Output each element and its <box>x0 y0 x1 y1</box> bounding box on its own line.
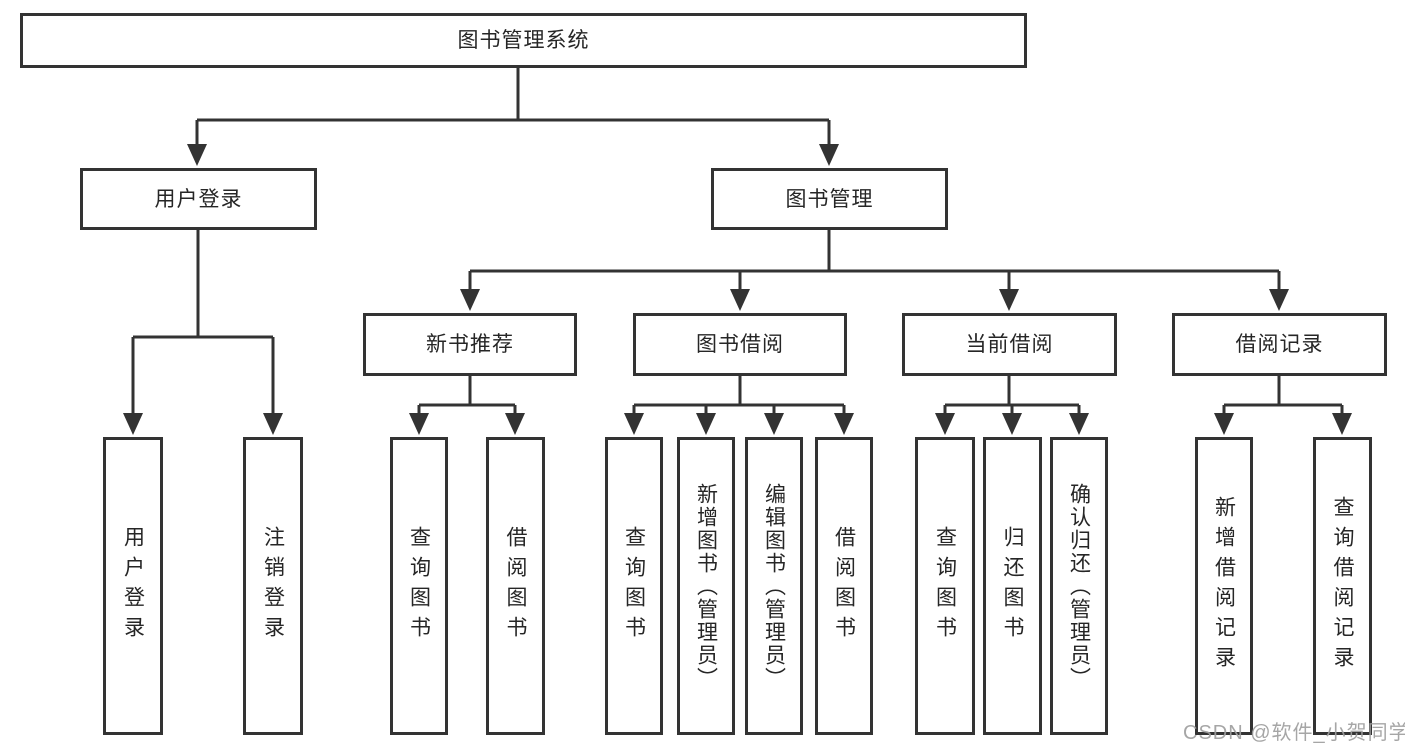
arrow-icon <box>263 413 283 435</box>
node-leaf-return-books: 归还图书 <box>983 437 1042 735</box>
node-user-login-branch: 用户登录 <box>80 168 317 230</box>
arrow-icon <box>1069 413 1089 435</box>
arrow-icon <box>834 413 854 435</box>
node-leaf-query-books-borrowing: 查询图书 <box>605 437 663 735</box>
node-current-borrowing: 当前借阅 <box>902 313 1117 376</box>
node-leaf-logout: 注销登录 <box>243 437 303 735</box>
node-leaf-edit-books-admin: 编辑图书（管理员） <box>745 437 803 735</box>
arrow-icon <box>764 413 784 435</box>
arrow-icon <box>819 144 839 166</box>
arrow-icon <box>935 413 955 435</box>
arrow-icon <box>409 413 429 435</box>
node-leaf-query-books-current: 查询图书 <box>915 437 975 735</box>
connector-paths <box>131 68 1344 418</box>
arrow-icon <box>1214 413 1234 435</box>
arrow-icon <box>1002 413 1022 435</box>
node-leaf-confirm-return-admin: 确认归还（管理员） <box>1050 437 1108 735</box>
node-new-book-recommend: 新书推荐 <box>363 313 577 376</box>
node-leaf-borrow-books-borrowing: 借阅图书 <box>815 437 873 735</box>
node-leaf-add-books-admin: 新增图书（管理员） <box>677 437 735 735</box>
node-borrowing-records: 借阅记录 <box>1172 313 1387 376</box>
node-leaf-query-books-recommend: 查询图书 <box>390 437 448 735</box>
arrow-icon <box>999 289 1019 311</box>
node-leaf-borrow-books-recommend: 借阅图书 <box>486 437 545 735</box>
arrow-icon <box>730 289 750 311</box>
node-leaf-add-borrow-record: 新增借阅记录 <box>1195 437 1253 735</box>
csdn-watermark: CSDN @软件_小贺同学 <box>1183 722 1405 744</box>
node-book-management-branch: 图书管理 <box>711 168 948 230</box>
node-leaf-query-borrow-record: 查询借阅记录 <box>1313 437 1372 735</box>
arrowheads <box>123 144 1352 435</box>
arrow-icon <box>187 144 207 166</box>
arrow-icon <box>1332 413 1352 435</box>
arrow-icon <box>123 413 143 435</box>
arrow-icon <box>624 413 644 435</box>
arrow-icon <box>1269 289 1289 311</box>
arrow-icon <box>505 413 525 435</box>
node-library-management-system: 图书管理系统 <box>20 13 1027 68</box>
node-book-borrowing: 图书借阅 <box>633 313 847 376</box>
arrow-icon <box>460 289 480 311</box>
node-leaf-user-login: 用户登录 <box>103 437 163 735</box>
arrow-icon <box>696 413 716 435</box>
